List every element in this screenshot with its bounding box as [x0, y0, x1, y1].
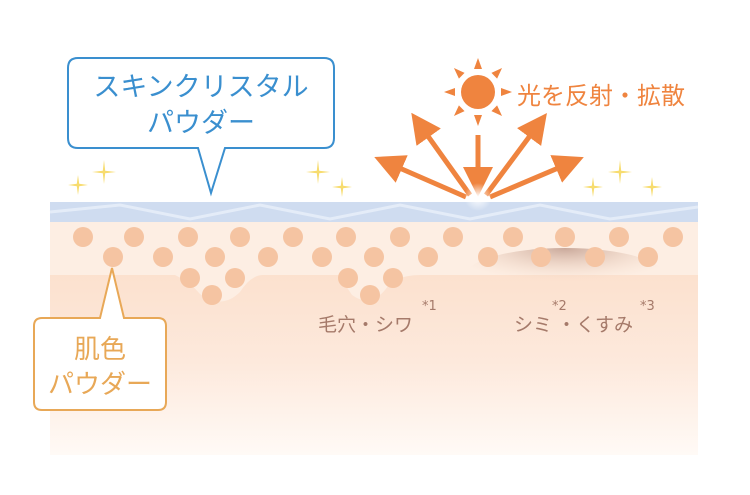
- sparkle-icons: [68, 160, 662, 197]
- powder-particle: [360, 285, 380, 305]
- sparkle-icon: [608, 160, 632, 184]
- sun-ray: [491, 105, 503, 117]
- sun-ray: [444, 88, 455, 96]
- skin-label-line1: 肌色: [74, 335, 126, 365]
- dullness-note: *3: [640, 299, 655, 314]
- powder-particle: [531, 247, 551, 267]
- sparkle-icon: [332, 177, 352, 197]
- dullness-label: ・くすみ: [557, 314, 633, 336]
- powder-particle: [585, 247, 605, 267]
- skin-label-line2: パウダー: [48, 370, 152, 400]
- sparkle-icon: [583, 177, 603, 197]
- sparkle-icon: [92, 160, 116, 184]
- sun-ray: [453, 105, 465, 117]
- powder-particle: [609, 227, 629, 247]
- sun-ray: [453, 67, 465, 79]
- sun-icon: [444, 58, 512, 126]
- pore-note: *1: [422, 299, 437, 314]
- powder-particle: [283, 227, 303, 247]
- reflection-glow: [464, 183, 492, 211]
- reflection-arrows: [374, 112, 584, 200]
- sparkle-icon: [306, 160, 330, 184]
- powder-particle: [180, 268, 200, 288]
- powder-particle: [202, 285, 222, 305]
- powder-particle: [230, 227, 250, 247]
- crystal-pattern: [49, 203, 699, 221]
- powder-particle: [338, 268, 358, 288]
- powder-particle: [364, 247, 384, 267]
- spot-note: *2: [552, 299, 567, 314]
- crystal-powder-layer: [50, 202, 698, 222]
- crystal-label-line2: パウダー: [147, 108, 255, 139]
- skin-powder-callout: [33, 267, 167, 411]
- crystal-label-line1: スキンクリスタル: [93, 72, 308, 103]
- light-reflect-label: 光を反射・拡散: [517, 82, 685, 110]
- powder-particle: [258, 247, 278, 267]
- powder-particle: [178, 227, 198, 247]
- powder-particle: [312, 247, 332, 267]
- powder-particle: [383, 268, 403, 288]
- pore-wrinkle-label: 毛穴・シワ: [318, 314, 413, 336]
- sun-ray: [491, 67, 503, 79]
- sparkle-icon: [68, 175, 88, 195]
- powder-particle: [418, 247, 438, 267]
- powder-particle: [390, 227, 410, 247]
- powder-particle: [336, 227, 356, 247]
- powder-particle: [103, 247, 123, 267]
- sun-ray: [474, 115, 482, 126]
- powder-particle: [225, 268, 245, 288]
- powder-particle: [73, 227, 93, 247]
- powder-particle: [153, 247, 173, 267]
- sun-ray: [474, 58, 482, 69]
- powder-particle: [503, 227, 523, 247]
- spot-label: シミ: [514, 314, 552, 336]
- sparkle-icon: [642, 177, 662, 197]
- crystal-powder-callout: [67, 57, 335, 197]
- powder-particle: [124, 227, 144, 247]
- powder-particle: [443, 227, 463, 247]
- powder-particle: [478, 247, 498, 267]
- powder-particle: [555, 227, 575, 247]
- sun-ray: [501, 88, 512, 96]
- powder-particle: [638, 247, 658, 267]
- powder-particle: [205, 247, 225, 267]
- powder-particle: [663, 227, 683, 247]
- skin-powder-particles: [73, 227, 683, 305]
- spot-shadow: [465, 248, 665, 304]
